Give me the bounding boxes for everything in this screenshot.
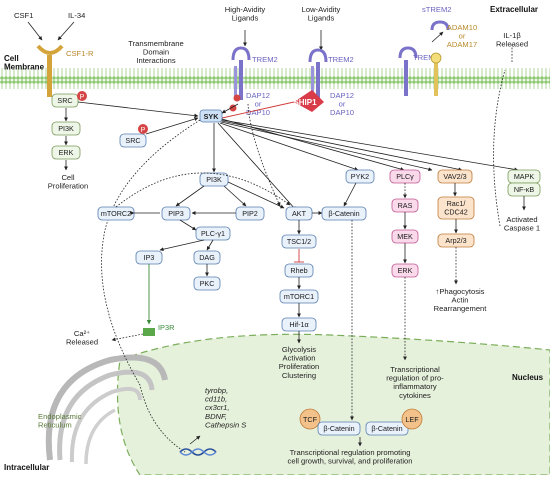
text-line: Proliferation	[48, 182, 89, 191]
text-line: Cathepsin S	[205, 420, 246, 429]
svg-text:P: P	[141, 127, 146, 134]
svg-text:PIP2: PIP2	[242, 209, 258, 218]
text-line: Interactions	[136, 56, 175, 65]
text-line: DAP10	[330, 108, 354, 117]
strem2-label: sTREM2	[422, 5, 452, 14]
region-nucleus: Nucleus	[512, 373, 544, 382]
text-line: Rearrangement	[434, 304, 488, 313]
svg-text:MAPK: MAPK	[514, 172, 535, 181]
region-extracellular: Extracellular	[490, 5, 538, 14]
svg-text:SRC: SRC	[125, 136, 140, 145]
svg-text:Arp2/3: Arp2/3	[445, 236, 466, 245]
text-line: Caspase 1	[504, 224, 540, 233]
svg-text:NF-κB: NF-κB	[514, 185, 535, 194]
svg-text:RAS: RAS	[398, 201, 413, 210]
text-line: Clustering	[282, 371, 316, 380]
text-line: Ligands	[308, 14, 335, 23]
svg-text:PLC-γ1: PLC-γ1	[201, 229, 225, 238]
svg-text:Rac1/CDC42: Rac1/CDC42	[444, 199, 468, 217]
il34-label: IL-34	[68, 11, 85, 20]
text-line: Released	[66, 338, 98, 347]
ip3r-channel	[143, 328, 155, 336]
svg-text:ERK: ERK	[59, 148, 74, 157]
svg-text:DAG: DAG	[199, 253, 215, 262]
cell-membrane	[0, 68, 550, 89]
trem2-label-a: TREM2	[252, 55, 278, 64]
csf1r-receptor	[38, 46, 62, 53]
svg-text:β-Catenin: β-Catenin	[371, 424, 402, 433]
ip3r-label: IP3R	[158, 323, 174, 332]
text-line: CDC42	[444, 208, 468, 217]
region-intracellular: Intracellular	[4, 463, 49, 472]
text-line: Ligands	[232, 14, 259, 23]
trem2-label-b: TREM2	[328, 55, 354, 64]
svg-text:IP3: IP3	[144, 253, 155, 262]
text-line: Reticulum	[38, 421, 72, 430]
svg-text:PIP3: PIP3	[168, 209, 184, 218]
csf1r-label: CSF1-R	[66, 49, 94, 58]
svg-text:LEF: LEF	[405, 415, 419, 424]
strem2-icon	[432, 22, 448, 30]
text-line: Released	[496, 40, 528, 49]
svg-text:PYK2: PYK2	[351, 172, 369, 181]
ca-released-label: Ca²⁺Released	[66, 329, 98, 347]
csf1-label: CSF1	[14, 11, 33, 20]
svg-text:PI3K: PI3K	[58, 124, 74, 133]
svg-text:PKC: PKC	[200, 279, 215, 288]
svg-text:TSC1/2: TSC1/2	[287, 237, 311, 246]
svg-text:SYK: SYK	[204, 112, 220, 121]
svg-text:mTORC1: mTORC1	[284, 292, 314, 301]
svg-text:ERK: ERK	[398, 266, 413, 275]
svg-text:SRC: SRC	[57, 96, 72, 105]
svg-text:PI3K: PI3K	[206, 175, 222, 184]
text-line: cell growth, survival, and proliferation	[288, 457, 413, 466]
svg-text:AKT: AKT	[292, 209, 307, 218]
text-line: cytokines	[399, 391, 431, 400]
svg-text:PLCγ: PLCγ	[396, 172, 414, 181]
svg-text:β-Catenin: β-Catenin	[323, 424, 354, 433]
svg-text:Hif-1α: Hif-1α	[289, 320, 308, 329]
svg-text:MEK: MEK	[397, 232, 413, 241]
svg-text:mTORC2: mTORC2	[101, 209, 131, 218]
svg-text:Rheb: Rheb	[290, 266, 307, 275]
svg-text:P: P	[80, 94, 85, 101]
svg-text:β-Catenin: β-Catenin	[328, 209, 359, 218]
text-line: ADAM17	[447, 40, 477, 49]
svg-text:TCF: TCF	[303, 415, 318, 424]
text-line: Membrane	[4, 63, 45, 72]
svg-text:VAV2/3: VAV2/3	[443, 172, 466, 181]
ship1-label: SHIP1	[293, 98, 317, 107]
